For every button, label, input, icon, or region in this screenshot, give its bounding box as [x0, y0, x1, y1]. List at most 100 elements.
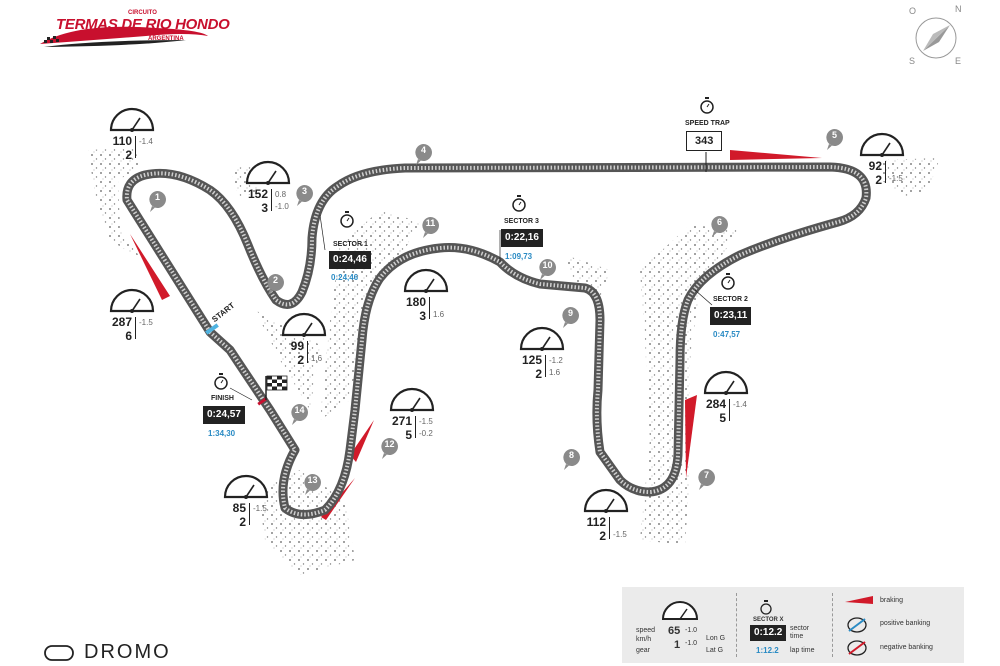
gauge-divider	[729, 399, 730, 421]
track	[122, 162, 871, 519]
sector-2-total: 0:47,57	[713, 330, 741, 339]
sector-connectors	[229, 214, 713, 401]
turn-number: 5	[831, 130, 837, 140]
turn-marker: 14	[290, 403, 309, 425]
gauge-gear: 3	[419, 309, 426, 323]
finish-label: FINISH	[211, 395, 234, 402]
turn-pin-icon	[826, 129, 843, 150]
speedometer-icon	[281, 312, 327, 337]
turn-number: 10	[542, 260, 553, 270]
turn-marker: 5	[825, 128, 844, 150]
turn-pin-icon	[296, 185, 313, 206]
gauge-gear: 2	[599, 529, 606, 543]
gauge-divider	[135, 317, 136, 339]
gauge-g2: -1.5	[613, 530, 627, 539]
gauge-speed: 92	[868, 159, 882, 173]
legend-divider	[832, 593, 833, 657]
gauge-g2: 1.6	[549, 368, 561, 377]
turn-number: 8	[568, 450, 574, 460]
sector-1-total: 0:24,46	[331, 273, 359, 282]
gauge-g2: -1.5	[889, 174, 903, 183]
gauge-g1: -1.5	[419, 417, 433, 426]
stopwatch-icon	[340, 211, 354, 228]
turn-pin-icon	[711, 216, 728, 237]
gauge-speed: 152	[247, 187, 268, 201]
legend-kmh: km/h	[636, 636, 652, 643]
speedometer-icon	[223, 474, 269, 499]
speed-trap-label: SPEED TRAP	[685, 120, 730, 127]
turn-marker: 3	[295, 184, 314, 206]
gauge-turn-3: 152 3 0.8 -1.0	[244, 156, 304, 215]
sector-2-time: 0:23,11	[710, 307, 752, 325]
legend-lat-g: Lat G	[706, 647, 724, 654]
legend-gauge-icon	[661, 601, 699, 620]
turn-marker: 6	[710, 215, 729, 237]
legend-braking: braking	[880, 597, 903, 604]
turn-number: 6	[716, 217, 722, 227]
turn-number: 9	[567, 308, 573, 318]
gauge-g1: -1.2	[549, 356, 563, 365]
logo-title: TERMAS DE RIO HONDO	[56, 16, 230, 33]
turn-marker: 11	[421, 216, 440, 238]
gauge-divider	[885, 161, 886, 183]
legend-sector-time: 0:12.2	[750, 625, 787, 641]
speed-trap-value: 343	[686, 131, 723, 151]
finish-line	[257, 397, 268, 406]
speedometer-icon	[859, 132, 905, 157]
legend-sector-time-label: sector time	[790, 625, 810, 640]
gauge-speed: 99	[290, 339, 304, 353]
turn-pin-icon	[539, 259, 556, 280]
turn-marker: 7	[697, 468, 716, 490]
brand-name: DROMO	[84, 641, 171, 663]
sector-3-label: SECTOR 3	[504, 218, 539, 225]
gauge-speed: 284	[705, 397, 726, 411]
speedometer-icon	[109, 288, 155, 313]
legend-negative-banking: negative banking	[880, 644, 933, 651]
legend-speed: speed	[636, 627, 656, 634]
gauge-g2: -0.2	[419, 429, 433, 438]
turn-number: 3	[301, 186, 307, 196]
gauge-gear: 2	[875, 173, 882, 187]
gauge-g1: -1.4	[733, 400, 747, 409]
runoff-areas	[88, 148, 940, 575]
turn-pin-icon	[381, 438, 398, 459]
gauge-speed: 271	[391, 414, 412, 428]
gauge-divider	[429, 297, 430, 319]
compass-icon	[915, 17, 957, 59]
gauge-divider	[307, 341, 308, 363]
gauge-divider	[545, 355, 546, 377]
turn-pin-icon	[698, 469, 715, 490]
gauge-g1: 0.8	[275, 190, 287, 199]
gauge-gear: 5	[719, 411, 726, 425]
compass-o: O	[909, 6, 917, 16]
gauge-divider	[135, 136, 136, 158]
gauge-g2: 1.6	[433, 310, 445, 319]
gauge-speed: 125	[521, 353, 542, 367]
finish-time: 0:24,57	[203, 406, 245, 424]
legend-divider	[736, 593, 737, 657]
speedometer-icon	[583, 488, 629, 513]
turn-marker: 12	[380, 437, 399, 459]
gauge-speed: 112	[586, 515, 606, 529]
stopwatch-icon	[721, 273, 735, 290]
gauge-g2: -1.0	[275, 202, 289, 211]
gauge-gear: 2	[125, 148, 132, 162]
turn-pin-icon	[422, 217, 439, 238]
gauge-speed: 110	[112, 134, 132, 148]
turn-marker: 9	[561, 306, 580, 328]
start-line	[205, 323, 219, 335]
finish-total: 1:34,30	[208, 429, 236, 438]
dromo-logo-icon	[44, 645, 74, 661]
legend-gear: gear	[636, 647, 651, 654]
gauge-g1: -1.5	[253, 504, 267, 513]
speedometer-icon	[703, 370, 749, 395]
braking-icon	[845, 596, 873, 604]
gauge-gear: 6	[125, 329, 132, 343]
sector-1-time: 0:24,46	[329, 251, 371, 269]
